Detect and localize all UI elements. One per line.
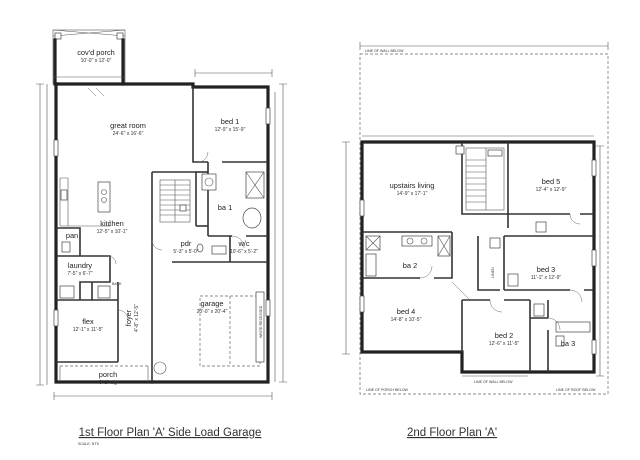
ba1-name: ba 1 (218, 203, 232, 212)
laundry-label: laundry 7'-5" x 6'-7" (67, 261, 92, 277)
bed3-label: bed 3 11'-1" x 12'-9" (531, 265, 562, 281)
laundry-name: laundry (68, 261, 93, 270)
bed3-dim: 11'-1" x 12'-9" (531, 275, 562, 281)
linen-tag: LINEN (491, 267, 495, 278)
first-floor-stairs (159, 179, 191, 223)
covd-porch-name: cov'd porch (77, 48, 115, 57)
kitchen-dim: 12'-5" x 10'-1" (97, 229, 128, 235)
second-floor-title: 2nd Floor Plan 'A' (407, 427, 497, 439)
great-room-label: great room 24'-6" x 16'-6" (110, 121, 146, 137)
bed4-name: bed 4 (397, 307, 416, 316)
wic-label: w/c 10'-6" x 5'-2" (230, 239, 258, 255)
covd-porch-label: cov'd porch 10'-0" x 12'-0" (77, 48, 115, 64)
first-floor-doors (87, 87, 245, 321)
ba3-fixtures (533, 303, 591, 347)
first-floor-plan: cov'd porch 10'-0" x 12'-0" great room 2… (36, 29, 287, 446)
second-floor-plan: LINE OF WALL BELOW LINE OF PORCH BELOW L… (342, 42, 609, 439)
foyer-name: foyer (124, 309, 133, 326)
first-floor-windows (53, 107, 271, 327)
porch-name: porch (99, 370, 118, 379)
garage-note: WRITE RECESSED (259, 305, 263, 338)
garage-name: garage (200, 299, 223, 308)
first-floor-interior-walls (56, 87, 268, 382)
bed2-dim: 12'-6" x 11'-5" (489, 341, 520, 347)
kitchen-fixtures (59, 177, 111, 253)
pdr-name: pdr (181, 239, 192, 248)
kitchen-name: kitchen (100, 219, 123, 228)
roof-below-note: LINE OF ROOF BELOW (556, 388, 596, 392)
bed3-name: bed 3 (537, 265, 556, 274)
foyer-label: foyer 4'-8" x 12'-5" (124, 304, 140, 332)
upstairs-living-name: upstairs living (390, 181, 435, 190)
flex-dim: 12'-1" x 11'-5" (73, 327, 104, 333)
flex-name: flex (82, 317, 94, 326)
bed2-wall-note: LINE OF WALL BELOW (474, 380, 513, 384)
foyer-dim: 4'-8" x 12'-5" (134, 304, 140, 332)
bed1-label: bed 1 12'-9" x 15'-9" (215, 117, 246, 133)
second-floor-exterior-walls (360, 140, 596, 374)
wic-name: w/c (237, 239, 249, 248)
great-room-dim: 24'-6" x 16'-6" (113, 131, 144, 137)
kitchen-label: kitchen 12'-5" x 10'-1" (97, 219, 128, 235)
ba1-fixtures (196, 171, 265, 255)
first-floor-scale: SCALE: NTS (78, 442, 100, 446)
ba2-fixtures (365, 235, 451, 277)
bed4-label: bed 4 14'-8" x 10'-5" (391, 307, 422, 323)
bed5-name: bed 5 (542, 177, 561, 186)
garage-dim: 20'-0" x 20'-4" (197, 309, 228, 315)
flex-label: flex 12'-1" x 11'-5" (73, 317, 104, 333)
first-floor-dimension-lines (36, 69, 287, 400)
great-room-name: great room (110, 121, 146, 130)
first-floor-exterior-walls (54, 82, 270, 384)
second-floor-windows (359, 159, 597, 355)
covd-porch-area (52, 29, 126, 86)
bath-tag: BATH (112, 282, 122, 286)
laundry-dim: 7'-5" x 6'-7" (67, 271, 92, 277)
second-floor-doors (419, 213, 583, 331)
second-floor-interior-walls (362, 142, 594, 372)
bed1-name: bed 1 (221, 117, 240, 126)
bed5-label: bed 5 12'-4" x 12'-9" (536, 177, 567, 193)
first-floor-title: 1st Floor Plan 'A' Side Load Garage (79, 427, 262, 439)
closet-markers (455, 145, 547, 287)
wic-dim: 10'-6" x 5'-2" (230, 249, 258, 255)
garage-details (153, 291, 265, 375)
pdr-dim: 5'-3" x 5'-0" (173, 249, 198, 255)
ba2-name: ba 2 (403, 261, 417, 270)
ba3-name: ba 3 (561, 339, 575, 348)
porch-dim: 9'-1" clg (99, 380, 117, 386)
bed1-dim: 12'-9" x 15'-9" (215, 127, 246, 133)
garage-label: garage 20'-0" x 20'-4" (197, 299, 228, 315)
upstairs-living-label: upstairs living 14'-9" x 17'-1" (390, 181, 435, 197)
bed2-name: bed 2 (495, 331, 514, 340)
second-floor-stairs (465, 147, 505, 211)
porch-label: porch 9'-1" clg (99, 370, 118, 386)
second-floor-dimension-lines (342, 135, 604, 377)
pan-name: pan (66, 231, 78, 240)
wall-below-note: LINE OF WALL BELOW (365, 49, 404, 53)
laundry-fixtures (59, 285, 111, 299)
second-floor-lines-below: LINE OF WALL BELOW LINE OF PORCH BELOW L… (359, 42, 609, 395)
bed4-dim: 14'-8" x 10'-5" (391, 317, 422, 323)
upstairs-living-dim: 14'-9" x 17'-1" (397, 191, 428, 197)
bed2-label: bed 2 12'-6" x 11'-5" (489, 331, 520, 347)
pdr-label: pdr 5'-3" x 5'-0" (173, 239, 198, 255)
bed5-dim: 12'-4" x 12'-9" (536, 187, 567, 193)
covd-porch-dim: 10'-0" x 12'-0" (81, 58, 112, 64)
porch-below-note: LINE OF PORCH BELOW (366, 388, 409, 392)
